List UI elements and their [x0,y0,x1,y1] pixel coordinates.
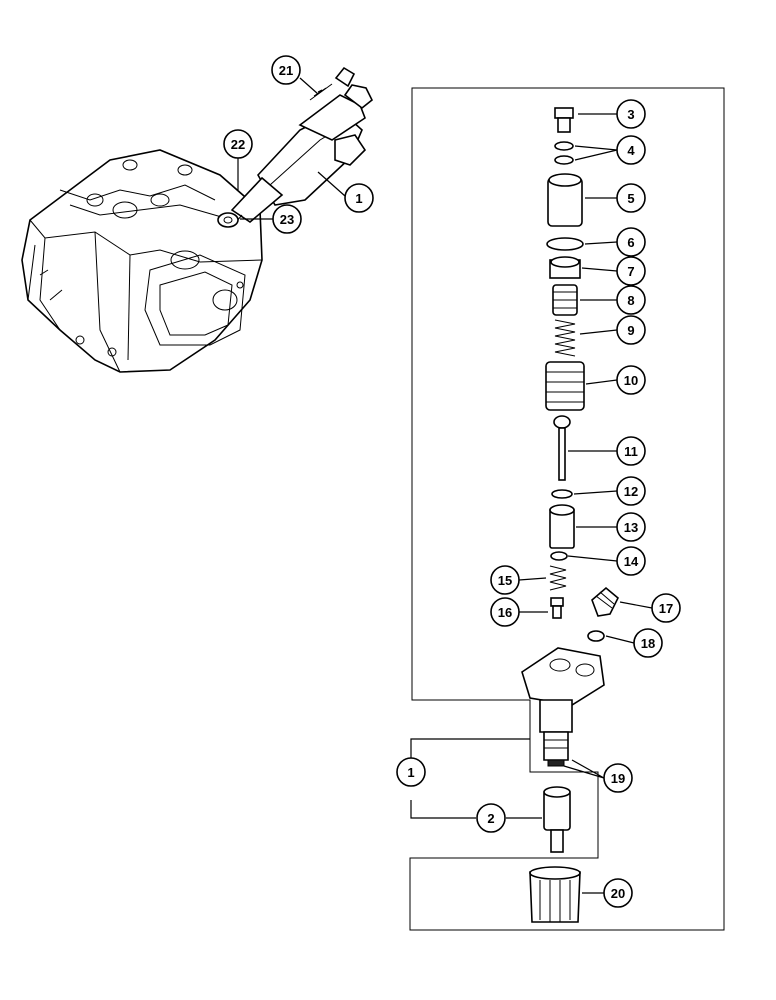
callout-10: 10 [616,365,646,395]
callout-5: 5 [616,183,646,213]
callout-2: 2 [476,803,506,833]
callout-label: 8 [627,293,634,308]
injector-assembly [217,66,374,228]
callout-7: 7 [616,256,646,286]
callout-label: 1 [355,191,362,206]
callout-14: 14 [616,546,646,576]
callout-label: 1 [407,765,414,780]
callout-3: 3 [616,99,646,129]
callout-label: 3 [627,107,634,122]
callout-label: 21 [279,63,293,78]
callout-9: 9 [616,315,646,345]
callout-23: 23 [272,204,302,234]
callout-label: 17 [659,601,673,616]
callout-label: 16 [498,605,512,620]
callout-1-top: 1 [344,183,374,213]
callout-label: 18 [641,636,655,651]
callout-1-bottom: 1 [396,757,426,787]
callout-13: 13 [616,512,646,542]
callout-label: 23 [280,212,294,227]
exploded-view-frame [409,87,725,931]
callout-label: 5 [627,191,634,206]
callout-16: 16 [490,597,520,627]
callout-label: 19 [611,771,625,786]
callout-22: 22 [223,129,253,159]
callout-18: 18 [633,628,663,658]
callout-6: 6 [616,227,646,257]
callout-20: 20 [603,878,633,908]
callout-label: 6 [627,235,634,250]
callout-label: 14 [624,554,639,569]
callout-label: 22 [231,137,245,152]
callout-15: 15 [490,565,520,595]
callout-label: 15 [498,573,512,588]
callout-17: 17 [651,593,681,623]
callout-label: 20 [611,886,625,901]
callout-12: 12 [616,476,646,506]
callout-11: 11 [616,436,646,466]
callout-label: 12 [624,484,638,499]
callout-label: 11 [624,444,638,459]
callout-8: 8 [616,285,646,315]
callout-21: 21 [271,55,301,85]
callout-4: 4 [616,135,646,165]
callout-19: 19 [603,763,633,793]
cylinder-head [21,149,263,373]
callout-label: 2 [487,811,494,826]
callout-label: 10 [624,373,638,388]
parts-stack [521,107,619,923]
callout-label: 13 [624,520,638,535]
callout-label: 4 [627,143,635,158]
callout-label: 9 [627,323,634,338]
callout-label: 7 [627,264,634,279]
